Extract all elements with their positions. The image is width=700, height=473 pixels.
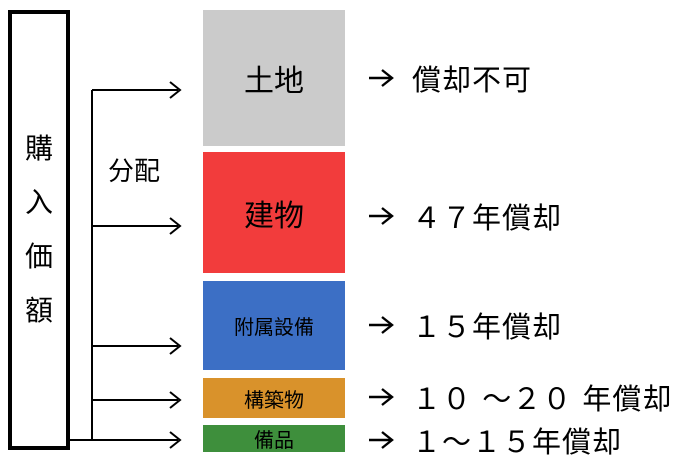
asset-block-structures: 構築物 xyxy=(203,378,345,418)
purchase-price-box: 購 入 価 額 xyxy=(8,10,70,450)
asset-block-attached-facilities: 附属設備 xyxy=(203,281,345,370)
result-attached-facilities: １５年償却 xyxy=(368,305,562,345)
depreciation-text: ４７年償却 xyxy=(412,201,563,235)
depreciation-text: 償却不可 xyxy=(412,63,533,97)
depreciation-text: １５年償却 xyxy=(412,310,563,344)
result-structures: １０ ～２０ 年償却 xyxy=(368,377,672,417)
asset-block-land: 土地 xyxy=(203,10,345,146)
purchase-price-char: 入 xyxy=(24,186,53,219)
arrow-right-icon xyxy=(369,316,394,334)
result-land: 償却不可 xyxy=(368,58,532,98)
purchase-price-char: 購 xyxy=(24,132,53,165)
asset-block-building: 建物 xyxy=(203,152,345,273)
arrow-right-icon xyxy=(369,431,394,449)
distribution-label: 分配 xyxy=(108,157,161,187)
result-building: ４７年償却 xyxy=(368,196,562,236)
depreciation-text: １～１５年償却 xyxy=(412,425,623,459)
asset-block-equipment: 備品 xyxy=(203,425,345,452)
arrow-right-icon xyxy=(369,388,394,406)
purchase-price-char: 価 xyxy=(24,240,53,273)
result-equipment: １～１５年償却 xyxy=(368,420,622,460)
arrow-right-icon xyxy=(369,69,394,87)
depreciation-text: １０ ～２０ 年償却 xyxy=(412,382,673,416)
purchase-price-char: 額 xyxy=(24,294,53,327)
arrow-right-icon xyxy=(369,207,394,225)
